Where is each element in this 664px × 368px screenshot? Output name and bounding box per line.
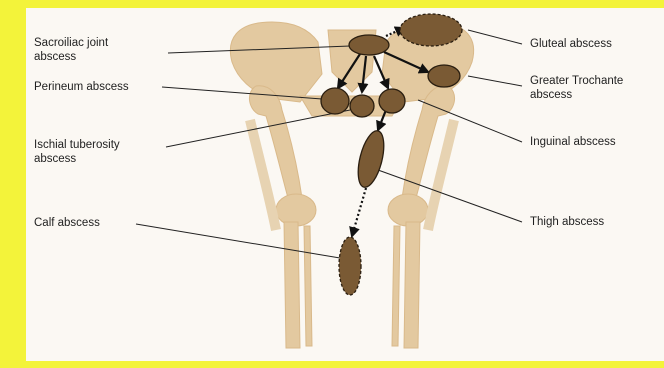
gluteal-abscess-shape bbox=[400, 14, 462, 46]
perineum-abscess-shape bbox=[321, 88, 349, 114]
sacroiliac-abscess-shape bbox=[349, 35, 389, 55]
right-knee bbox=[388, 194, 428, 226]
sacroiliac-joint-label: Sacroiliac joint abscess bbox=[34, 36, 108, 64]
greater-trochanter-abscess-shape bbox=[428, 65, 460, 87]
calf-label: Calf abscess bbox=[34, 216, 100, 230]
gluteal-label: Gluteal abscess bbox=[530, 37, 612, 51]
right-tibia bbox=[404, 222, 420, 348]
sacroiliac-label-line2: abscess bbox=[34, 51, 76, 63]
right-fibula bbox=[392, 226, 400, 346]
ischial-label-line2: abscess bbox=[34, 153, 76, 165]
calf-abscess-shape bbox=[339, 237, 361, 295]
trochanter-label-line1: Greater Trochante bbox=[530, 75, 623, 87]
inguinal-label: Inguinal abscess bbox=[530, 135, 616, 149]
ischial-abscess-shape bbox=[350, 95, 374, 117]
ischial-tuberosity-label: Ischial tuberosity abscess bbox=[34, 138, 120, 166]
left-fibula bbox=[304, 226, 312, 346]
left-knee bbox=[276, 194, 316, 226]
inguinal-abscess-shape bbox=[379, 89, 405, 113]
left-tibia bbox=[284, 222, 300, 348]
trochanter-label-line2: abscess bbox=[530, 89, 572, 101]
thigh-label: Thigh abscess bbox=[530, 215, 604, 229]
greater-trochanter-label: Greater Trochante abscess bbox=[530, 74, 623, 102]
perineum-label: Perineum abscess bbox=[34, 80, 129, 94]
sacroiliac-label-line1: Sacroiliac joint bbox=[34, 37, 108, 49]
ischial-label-line1: Ischial tuberosity bbox=[34, 139, 120, 151]
